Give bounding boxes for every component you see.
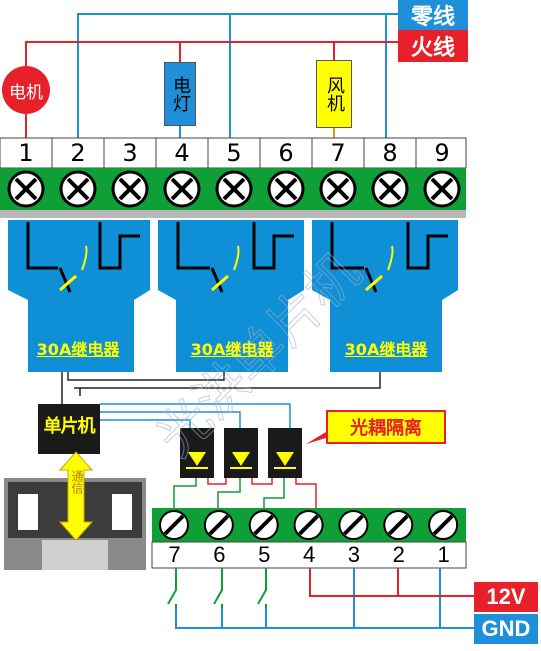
terminal-screw — [215, 170, 253, 208]
terminal-screw — [159, 510, 189, 540]
gnd-wire — [175, 568, 474, 629]
terminal-screw — [338, 510, 369, 540]
comm-arrow — [58, 451, 94, 541]
opto-red-wires — [207, 478, 317, 510]
bottom-terminal-number: 2 — [392, 542, 405, 567]
v12-label: 12V — [474, 582, 538, 612]
relay-3-label: 30A继电器 — [344, 340, 428, 359]
terminal-screw — [319, 170, 357, 208]
bottom-terminal-number: 4 — [302, 542, 316, 567]
terminal-screw — [371, 170, 409, 208]
top-terminal-number: 1 — [18, 139, 34, 167]
relay-1 — [8, 220, 150, 372]
top-screws — [7, 170, 461, 208]
top-terminal-number: 6 — [278, 139, 294, 167]
top-terminal-number: 2 — [70, 139, 86, 167]
top-terminal-number: 8 — [382, 139, 398, 167]
terminal-screw — [59, 170, 97, 208]
top-terminal-number: 3 — [122, 139, 138, 167]
bottom-terminal-number: 3 — [347, 542, 361, 567]
terminal-screw — [7, 170, 45, 208]
switch-contacts — [175, 604, 267, 608]
bottom-terminal-number: 1 — [437, 542, 450, 567]
terminal-screw — [383, 510, 414, 540]
optocoupler-label: 光耦隔离 — [326, 410, 446, 444]
fan-load: 风机 — [316, 60, 352, 128]
optocoupler-1 — [180, 428, 214, 478]
terminal-screw — [163, 170, 201, 208]
relay-2-label: 30A继电器 — [190, 340, 274, 359]
terminal-screw — [423, 170, 461, 208]
live-wire-label: 火线 — [398, 30, 468, 62]
motor-load: 电机 — [2, 66, 50, 114]
relay-3 — [312, 220, 458, 372]
top-terminal-number: 7 — [330, 139, 346, 167]
top-terminal-number: 4 — [174, 139, 190, 167]
relay-1-label: 30A继电器 — [36, 340, 120, 359]
bottom-terminal-number-strip — [151, 541, 467, 569]
relay-2 — [158, 220, 304, 372]
optocoupler-3 — [268, 428, 302, 478]
terminal-screw — [111, 170, 149, 208]
optocoupler-2 — [224, 428, 258, 478]
terminal-screw — [248, 510, 279, 540]
lamp-load: 电灯 — [164, 62, 196, 126]
bottom-terminal-number: 7 — [168, 542, 181, 567]
v12-wire — [309, 568, 474, 597]
bottom-terminal-number: 5 — [258, 542, 271, 567]
neutral-wire — [77, 13, 398, 138]
gnd-label: GND — [474, 614, 538, 644]
switch-input-wires — [167, 568, 267, 605]
relay-drive-wires — [61, 372, 381, 404]
top-terminal-number: 5 — [226, 139, 242, 167]
terminal-screw — [203, 510, 234, 540]
opto-green-wires — [173, 478, 285, 510]
bottom-screws — [159, 510, 459, 540]
comm-label: 通信 — [70, 470, 84, 494]
terminal-screw — [267, 170, 305, 208]
mcu-opto-wires — [100, 403, 291, 428]
terminal-screw — [428, 510, 459, 540]
bottom-terminal-number: 6 — [213, 542, 226, 567]
mcu-label: 单片机 — [43, 416, 96, 437]
terminal-screw — [293, 510, 324, 540]
top-terminal-dividers — [51, 138, 417, 168]
top-terminal-number: 9 — [434, 139, 450, 167]
mcu-chip — [38, 404, 100, 454]
neutral-wire-label: 零线 — [398, 0, 468, 30]
